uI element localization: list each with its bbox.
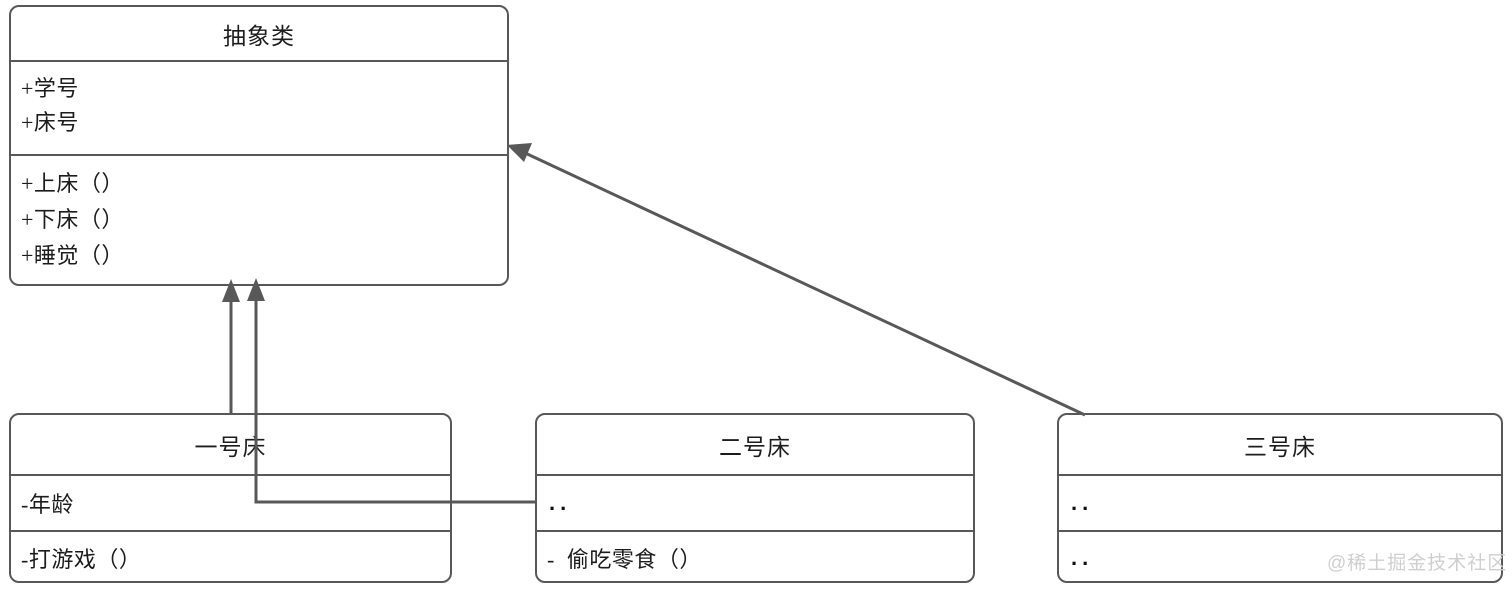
class-box-bed1[interactable]: 一号床 -年龄 -打游戏（） (9, 413, 452, 583)
edge-bed3-to-abstract (507, 143, 1086, 417)
class-attributes-abstract: +学号 +床号 (11, 60, 507, 154)
method-row: -打游戏（） (21, 546, 142, 572)
method-row: +睡觉（） (21, 243, 124, 268)
method-row: +下床（） (21, 207, 124, 232)
class-title-bed3: 三号床 (1244, 434, 1316, 460)
class-attributes-bed1: -年龄 (11, 474, 450, 530)
attribute-row: .. (549, 490, 572, 515)
class-methods-bed1: -打游戏（） (11, 530, 450, 583)
method-row: +上床（） (21, 171, 124, 196)
class-box-bed3[interactable]: 三号床 .. .. (1057, 413, 1503, 583)
watermark-label: @稀土掘金技术社区 (1327, 553, 1508, 574)
method-row: .. (1071, 544, 1094, 570)
class-title-bed2: 二号床 (719, 434, 791, 460)
class-attributes-bed3: .. (1059, 474, 1501, 530)
class-title-abstract: 抽象类 (223, 23, 295, 49)
method-row: - 偷吃零食（） (547, 546, 702, 572)
class-methods-bed2: - 偷吃零食（） (537, 530, 973, 583)
attribute-row: +床号 (21, 110, 79, 135)
class-title-bed1: 一号床 (194, 434, 267, 460)
attribute-row: -年龄 (21, 492, 74, 517)
class-attributes-bed2: .. (537, 474, 973, 530)
class-box-bed2[interactable]: 二号床 .. - 偷吃零食（） (535, 413, 975, 583)
class-methods-bed3: .. (1059, 530, 1501, 583)
class-box-abstract[interactable]: 抽象类 +学号 +床号 +上床（） +下床（） +睡觉（） (9, 5, 509, 286)
edge-bed1-to-abstract (222, 279, 240, 413)
class-methods-abstract: +上床（） +下床（） +睡觉（） (11, 154, 507, 283)
attribute-row: .. (1071, 490, 1094, 515)
attribute-row: +学号 (21, 76, 79, 101)
